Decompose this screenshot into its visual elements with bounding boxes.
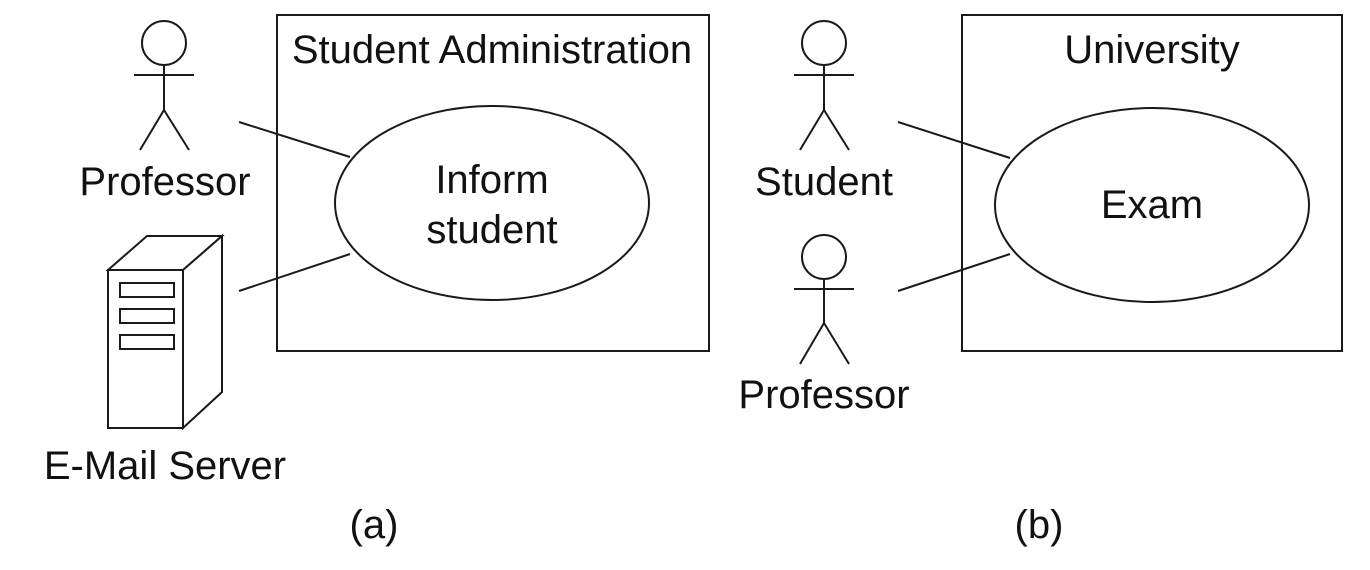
actor-label-professor-a: Professor (79, 160, 250, 204)
actor-label-email-server: E-Mail Server (44, 444, 286, 488)
actor-right-leg (823, 109, 850, 151)
panel-a: Student Administration Inform student Pr… (44, 14, 710, 547)
association-professor-exam (897, 253, 1011, 292)
actor-label-student: Student (755, 160, 893, 204)
system-boundary-university (961, 14, 1343, 352)
actor-head (141, 20, 187, 66)
actor-left-leg (799, 322, 825, 365)
actor-label-professor-b: Professor (738, 373, 909, 417)
association-server-inform-student (238, 253, 351, 292)
server-drive-bay-3 (119, 334, 175, 350)
caption-b: (b) (1015, 503, 1064, 547)
server-drive-bay-1 (119, 282, 175, 298)
caption-a: (a) (350, 503, 399, 547)
actor-professor-b (794, 234, 854, 365)
use-case-label-line-1: Inform (435, 158, 548, 202)
server-side-face (182, 233, 223, 431)
actor-left-leg (799, 109, 825, 151)
panel-b: University Exam Student Professor (b) (738, 14, 1343, 547)
use-case-exam (994, 107, 1310, 303)
system-title-student-administration: Student Administration (292, 28, 692, 72)
actor-head (801, 234, 847, 280)
server-icon (105, 233, 225, 431)
actor-left-leg (139, 109, 165, 151)
use-case-inform-student (334, 105, 650, 301)
system-boundary-student-administration (276, 14, 710, 352)
actor-right-leg (163, 109, 190, 151)
actor-head (801, 20, 847, 66)
association-student-exam (897, 121, 1011, 159)
use-case-label-line-2: student (426, 208, 557, 252)
use-case-label-exam: Exam (1101, 183, 1203, 227)
server-drive-bay-2 (119, 308, 175, 324)
actor-right-leg (823, 322, 850, 365)
system-title-university: University (1064, 28, 1240, 72)
actor-professor-a (134, 20, 194, 151)
association-professor-inform-student (238, 121, 351, 158)
actor-student (794, 20, 854, 151)
